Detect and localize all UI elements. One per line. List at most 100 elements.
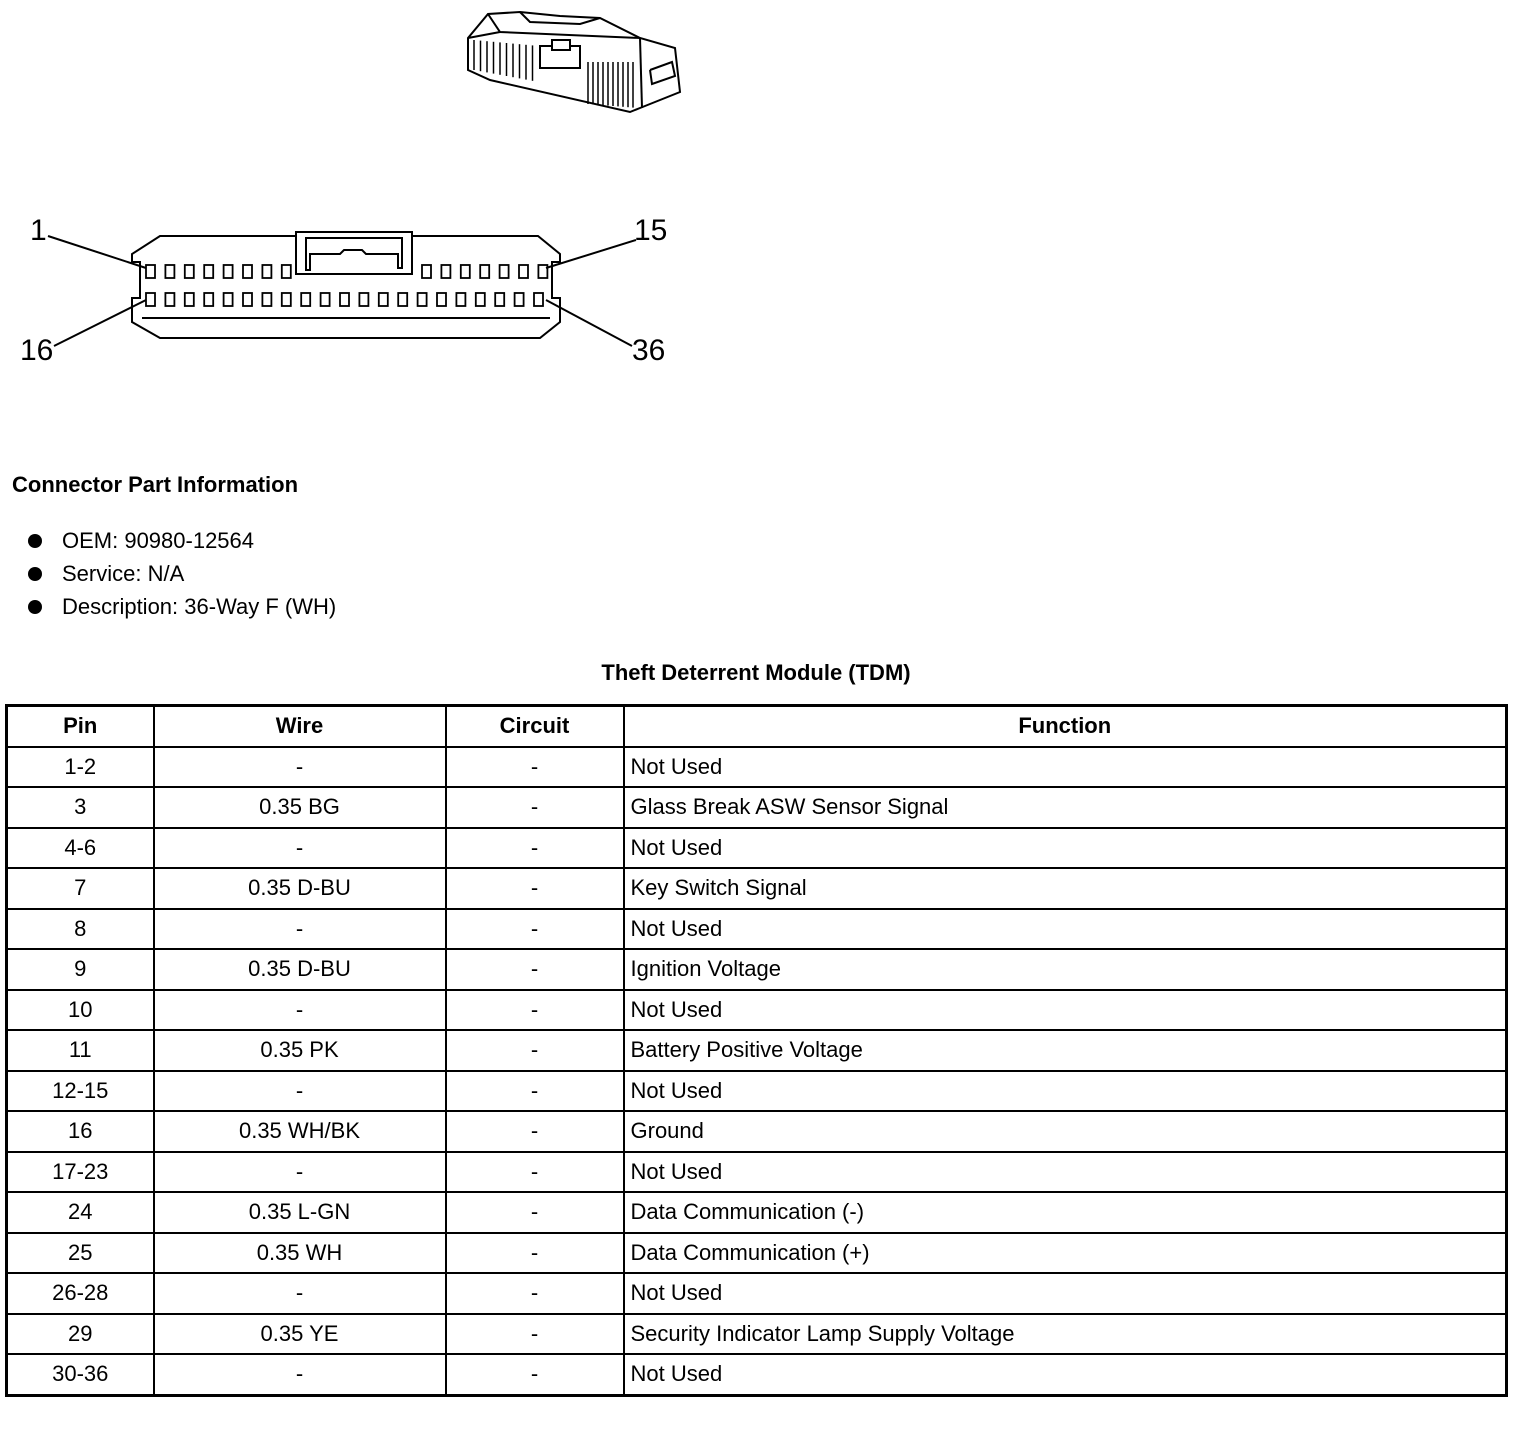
pin-cavity (280, 292, 292, 307)
cell-wire: 0.35 WH/BK (152, 1110, 447, 1153)
pin-cavity (261, 292, 273, 307)
cell-function: Not Used (622, 1272, 1508, 1315)
part-info-item: Description: 36-Way F (WH) (28, 590, 336, 623)
header-wire: Wire (152, 704, 447, 748)
leader-line-pin16 (53, 299, 147, 347)
bullet-icon (28, 566, 42, 581)
cell-circuit: - (444, 1150, 625, 1193)
cell-circuit: - (444, 1069, 625, 1112)
cell-wire: - (152, 826, 447, 869)
cell-wire: 0.35 L-GN (152, 1191, 447, 1234)
part-info-list: OEM: 90980-12564 Service: N/A Descriptio… (28, 524, 336, 623)
pin-cavity (280, 264, 292, 279)
cell-wire: 0.35 PK (152, 1029, 447, 1072)
pin-label-36: 36 (632, 334, 666, 367)
cell-wire: 0.35 WH (152, 1231, 447, 1274)
bullet-icon (28, 599, 42, 614)
pin-cavity (479, 264, 491, 279)
table-row: 26-28--Not Used (5, 1272, 1508, 1315)
part-info-title: Connector Part Information (12, 472, 299, 497)
cell-wire: 0.35 D-BU (152, 867, 447, 910)
pin-cavity (537, 264, 549, 279)
pin-cavity (164, 264, 176, 279)
pin-label-16: 16 (20, 334, 54, 367)
pin-cavity (222, 292, 234, 307)
pin-cavity (474, 292, 486, 307)
cell-function: Not Used (622, 826, 1508, 869)
cell-function: Not Used (622, 988, 1508, 1031)
pin-cavity (203, 292, 215, 307)
leader-line-pin36 (545, 299, 633, 347)
header-circuit: Circuit (444, 704, 625, 748)
cell-pin: 16 (5, 1110, 155, 1153)
pin-cavity (242, 264, 253, 279)
pin-cavity (416, 292, 428, 307)
cell-wire: 0.35 D-BU (152, 948, 447, 991)
cell-pin: 11 (5, 1029, 155, 1072)
cell-function: Key Switch Signal (622, 867, 1508, 910)
pin-cavity (459, 264, 471, 279)
cell-circuit: - (444, 745, 625, 788)
connector-face-view (47, 231, 637, 347)
pin-cavity (358, 292, 370, 307)
pin-cavity (339, 292, 350, 307)
cell-wire: - (152, 988, 447, 1031)
cell-function: Ignition Voltage (622, 948, 1508, 991)
pin-cavity (183, 264, 195, 279)
table-row: 30-36--Not Used (5, 1353, 1508, 1396)
pin-cavity (518, 264, 529, 279)
pin-cavity (242, 292, 253, 307)
cell-circuit: - (444, 1029, 625, 1072)
pin-label-15: 15 (634, 214, 668, 247)
table-title: Theft Deterrent Module (TDM) (601, 660, 911, 685)
pin-cavity (300, 292, 312, 307)
cell-wire: - (152, 907, 447, 950)
pin-cavity (455, 292, 467, 307)
part-info-service: Service: N/A (62, 560, 185, 586)
pin-cavity (533, 292, 544, 307)
pin-cavity (494, 292, 506, 307)
part-info-description: Description: 36-Way F (WH) (62, 593, 337, 619)
cell-function: Battery Positive Voltage (622, 1029, 1508, 1072)
pin-cavity (421, 264, 432, 279)
pin-cavity (513, 292, 525, 307)
cell-pin: 3 (5, 786, 155, 829)
cell-circuit: - (444, 1272, 625, 1315)
cell-wire: - (152, 745, 447, 788)
pin-cavity (440, 264, 452, 279)
cell-pin: 24 (5, 1191, 155, 1234)
cell-function: Glass Break ASW Sensor Signal (622, 786, 1508, 829)
cell-function: Not Used (622, 1150, 1508, 1193)
cell-pin: 30-36 (5, 1353, 155, 1396)
cell-wire: 0.35 BG (152, 786, 447, 829)
pin-cavity (436, 292, 447, 307)
table-row: 10--Not Used (5, 988, 1508, 1031)
cell-function: Ground (622, 1110, 1508, 1153)
cell-wire: - (152, 1069, 447, 1112)
cell-pin: 10 (5, 988, 155, 1031)
leader-line-pin1 (47, 235, 147, 269)
cell-pin: 8 (5, 907, 155, 950)
pin-cavity (319, 292, 331, 307)
cell-circuit: - (444, 1110, 625, 1153)
cell-wire: - (152, 1272, 447, 1315)
cell-function: Data Communication (+) (622, 1231, 1508, 1274)
pin-cavity (145, 292, 156, 307)
cell-circuit: - (444, 988, 625, 1031)
part-info-item: Service: N/A (28, 557, 336, 590)
pin-cavity (498, 264, 510, 279)
cell-function: Data Communication (-) (622, 1191, 1508, 1234)
cell-function: Not Used (622, 745, 1508, 788)
cell-circuit: - (444, 907, 625, 950)
cell-circuit: - (444, 1312, 625, 1355)
cell-pin: 26-28 (5, 1272, 155, 1315)
cell-pin: 29 (5, 1312, 155, 1355)
cell-circuit: - (444, 786, 625, 829)
cell-circuit: - (444, 1231, 625, 1274)
pin-cavity (145, 264, 156, 279)
table-row: 12-15--Not Used (5, 1069, 1508, 1112)
cell-pin: 12-15 (5, 1069, 155, 1112)
